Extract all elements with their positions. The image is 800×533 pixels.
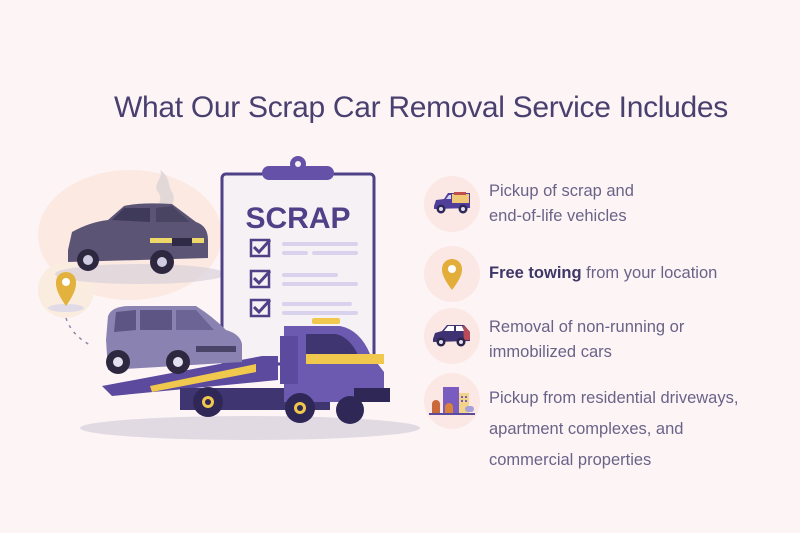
tow-truck-icon [80, 306, 420, 440]
feature-text: Pickup from residential driveways, apart… [489, 389, 739, 469]
checkbox-icon [249, 269, 272, 289]
suv-icon [433, 325, 470, 347]
feature-text: Free towing from your location [489, 264, 718, 282]
pickup-car-icon [434, 192, 470, 214]
feature-item: Removal of non-running or immobilized ca… [424, 308, 684, 365]
feature-text: Pickup of scrap and end-of-life vehicles [489, 182, 634, 225]
feature-item: Free towing from your location [424, 246, 717, 302]
damaged-car-icon [55, 203, 225, 284]
checkbox-icon [249, 238, 272, 258]
checkbox-icon [249, 298, 272, 318]
icon-circle [424, 373, 480, 429]
feature-item: Pickup of scrap and end-of-life vehicles [424, 176, 634, 232]
icon-circle [424, 176, 480, 232]
icon-circle [424, 308, 480, 364]
feature-bold: Free towing [489, 264, 582, 282]
clipboard-heading: SCRAP [245, 202, 350, 235]
location-pin-icon [48, 272, 84, 312]
dashed-path [65, 317, 93, 347]
buildings-icon [429, 387, 475, 415]
feature-item: Pickup from residential driveways, apart… [424, 373, 738, 476]
loaded-car-icon [106, 306, 242, 374]
feature-text: Removal of non-running or immobilized ca… [489, 318, 685, 361]
icon-circle [424, 246, 480, 302]
location-pin-icon [442, 259, 462, 290]
tow-service-illustration: SCRAP [0, 140, 430, 460]
page-title: What Our Scrap Car Removal Service Inclu… [114, 91, 728, 124]
